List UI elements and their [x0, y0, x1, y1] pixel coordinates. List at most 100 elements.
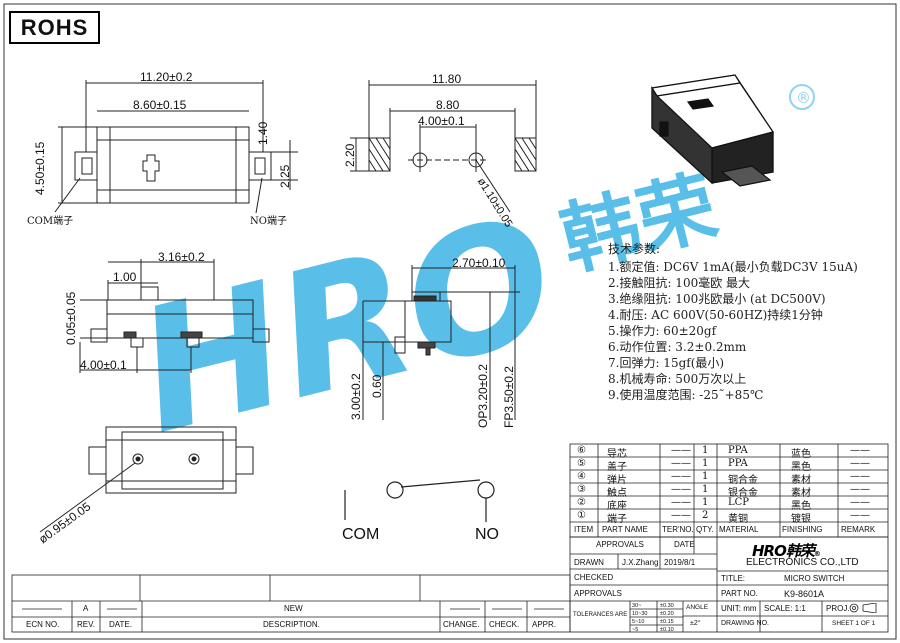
bom-header-name: PART NAME — [602, 525, 648, 534]
circuit-symbol — [344, 479, 495, 522]
bom-cell-material: 银合金 — [728, 488, 758, 499]
company-logo: HRO韩荣® — [752, 542, 821, 560]
circuit-com-label: COM — [342, 526, 380, 543]
bom-cell-qty: 1 — [702, 497, 709, 508]
side-view — [79, 259, 270, 373]
tolerance-range: ~5 — [632, 627, 639, 633]
spec-item: 4.耐压: AC 600V(50-60HZ)持续1分钟 — [608, 308, 823, 322]
drawn-by: J.X.Zhang — [622, 558, 659, 567]
bom-cell-remark: —— — [850, 510, 870, 521]
company-name: ELECTRONICS CO.,LTD — [746, 557, 859, 568]
bom-cell-qty: 1 — [702, 458, 709, 469]
dim-end-h1: 3.00±0.2 — [349, 373, 363, 420]
iso-view — [651, 74, 774, 187]
part-no-value: K9-8601A — [784, 589, 825, 599]
bom-cell-material: PPA — [728, 458, 748, 469]
part-no-label: PART NO. — [721, 589, 758, 598]
rev-value: A — [83, 604, 89, 613]
bom-cell-item: ① — [577, 510, 586, 521]
bom-header-material: MATERIAL — [719, 525, 759, 534]
specs-title: 技术参数: — [608, 242, 661, 256]
checked-label: CHECKED — [574, 573, 614, 582]
revision-grid — [11, 574, 571, 633]
rev-header: APPR. — [532, 620, 557, 629]
bom-cell-qty: 1 — [702, 484, 709, 495]
bom-cell-qty: 1 — [702, 445, 709, 456]
bom-cell-name: 导芯 — [607, 449, 627, 460]
drawing-no-label: DRAWING NO. — [721, 620, 769, 627]
bom-cell-finishing: 黑色 — [791, 462, 811, 473]
dim-fp-pad: 2.20 — [343, 143, 357, 167]
tolerance-value: ±0.30 — [660, 603, 674, 609]
spec-item: 2.接触阻抗: 100毫欧 最大 — [608, 276, 751, 290]
dim-top-height: 4.50±0.15 — [33, 141, 47, 195]
dim-side-a: 1.00 — [113, 270, 137, 284]
dim-top-inner: 8.60±0.15 — [133, 98, 187, 112]
dim-fp-overall: 11.80 — [432, 72, 462, 86]
angle-value: ±2° — [690, 620, 701, 627]
tolerance-value: ±0.15 — [660, 619, 674, 625]
angle-label: ANGLE — [686, 604, 709, 611]
description-value: NEW — [284, 604, 303, 613]
title-block-grid — [569, 536, 889, 633]
dim-end-h2: 0.60 — [370, 374, 384, 398]
bom-cell-name: 底座 — [607, 501, 627, 512]
drawn-date: 2019/8/1 — [664, 558, 696, 567]
approvals-label: APPROVALS — [574, 589, 622, 598]
dim-side-h: 0.05±0.05 — [64, 291, 78, 345]
proj-label: PROJ. — [826, 604, 850, 613]
title-value: MICRO SWITCH — [784, 574, 845, 583]
rev-header: ECN NO. — [26, 620, 60, 629]
rev-header: REV. — [77, 620, 95, 629]
bom-cell-finishing: 镀银 — [791, 514, 811, 525]
bom-cell-name: 盖子 — [607, 462, 627, 473]
tolerance-value: ±0.10 — [660, 627, 674, 633]
date-header: DATE — [674, 540, 695, 549]
watermark-registered: ® — [796, 89, 811, 107]
bom-cell-material: PPA — [728, 445, 748, 456]
bom-cell-item: ⑤ — [577, 458, 586, 469]
bom-cell-finishing: 黑色 — [791, 501, 811, 512]
bom-grid — [569, 443, 889, 538]
dim-top-step1: 1.40 — [256, 121, 270, 145]
title-label: TITLE: — [721, 574, 746, 583]
bom-cell-ter: —— — [671, 497, 691, 508]
bom-header-qty: QTY. — [696, 525, 714, 534]
dim-side-pitch: 4.00±0.1 — [80, 358, 127, 372]
tolerance-range: 30~ — [632, 603, 642, 609]
bom-cell-finishing: 素材 — [791, 475, 811, 486]
dim-fp-holes: 4.00±0.1 — [418, 114, 465, 128]
bom-cell-qty: 2 — [702, 510, 709, 521]
bom-cell-name: 弹片 — [607, 475, 627, 486]
approvals-header: APPROVALS — [596, 540, 644, 549]
bom-cell-item: ⑥ — [577, 445, 586, 456]
spec-item: 9.使用温度范围: -25˜+85℃ — [608, 388, 764, 402]
bom-cell-ter: —— — [671, 445, 691, 456]
rev-header: DATE. — [109, 620, 132, 629]
bom-cell-remark: —— — [850, 445, 870, 456]
dim-side-width: 3.16±0.2 — [158, 250, 205, 264]
scale-label: SCALE: 1:1 — [764, 604, 806, 613]
rev-header: CHECK. — [489, 620, 520, 629]
dim-end-width: 2.70±0.10 — [452, 256, 506, 270]
bom-cell-material: 黄铜 — [728, 514, 748, 525]
rev-header: DESCRIPTION. — [263, 620, 320, 629]
bom-cell-name: 触点 — [607, 488, 627, 499]
tolerance-range: 10~30 — [632, 611, 648, 617]
drawn-label: DRAWN — [574, 558, 604, 567]
bom-header-item: ITEM — [574, 525, 594, 534]
com-terminal-label: COM端子 — [27, 216, 74, 227]
bom-cell-ter: —— — [671, 471, 691, 482]
bom-cell-ter: —— — [671, 458, 691, 469]
revision-blank-marks — [22, 608, 564, 610]
spec-item: 6.动作位置: 3.2±0.2mm — [608, 340, 747, 354]
tolerance-value: ±0.20 — [660, 611, 674, 617]
bom-header-ter: TER'NO. — [662, 525, 694, 534]
dim-end-fp: FP3.50±0.2 — [502, 366, 516, 428]
bom-cell-material: 铜合金 — [728, 475, 758, 486]
no-terminal-label: NO端子 — [250, 216, 287, 227]
bom-cell-remark: —— — [850, 484, 870, 495]
spec-item: 5.操作力: 60±20gf — [608, 324, 717, 338]
bom-cell-material: LCP — [728, 497, 750, 508]
